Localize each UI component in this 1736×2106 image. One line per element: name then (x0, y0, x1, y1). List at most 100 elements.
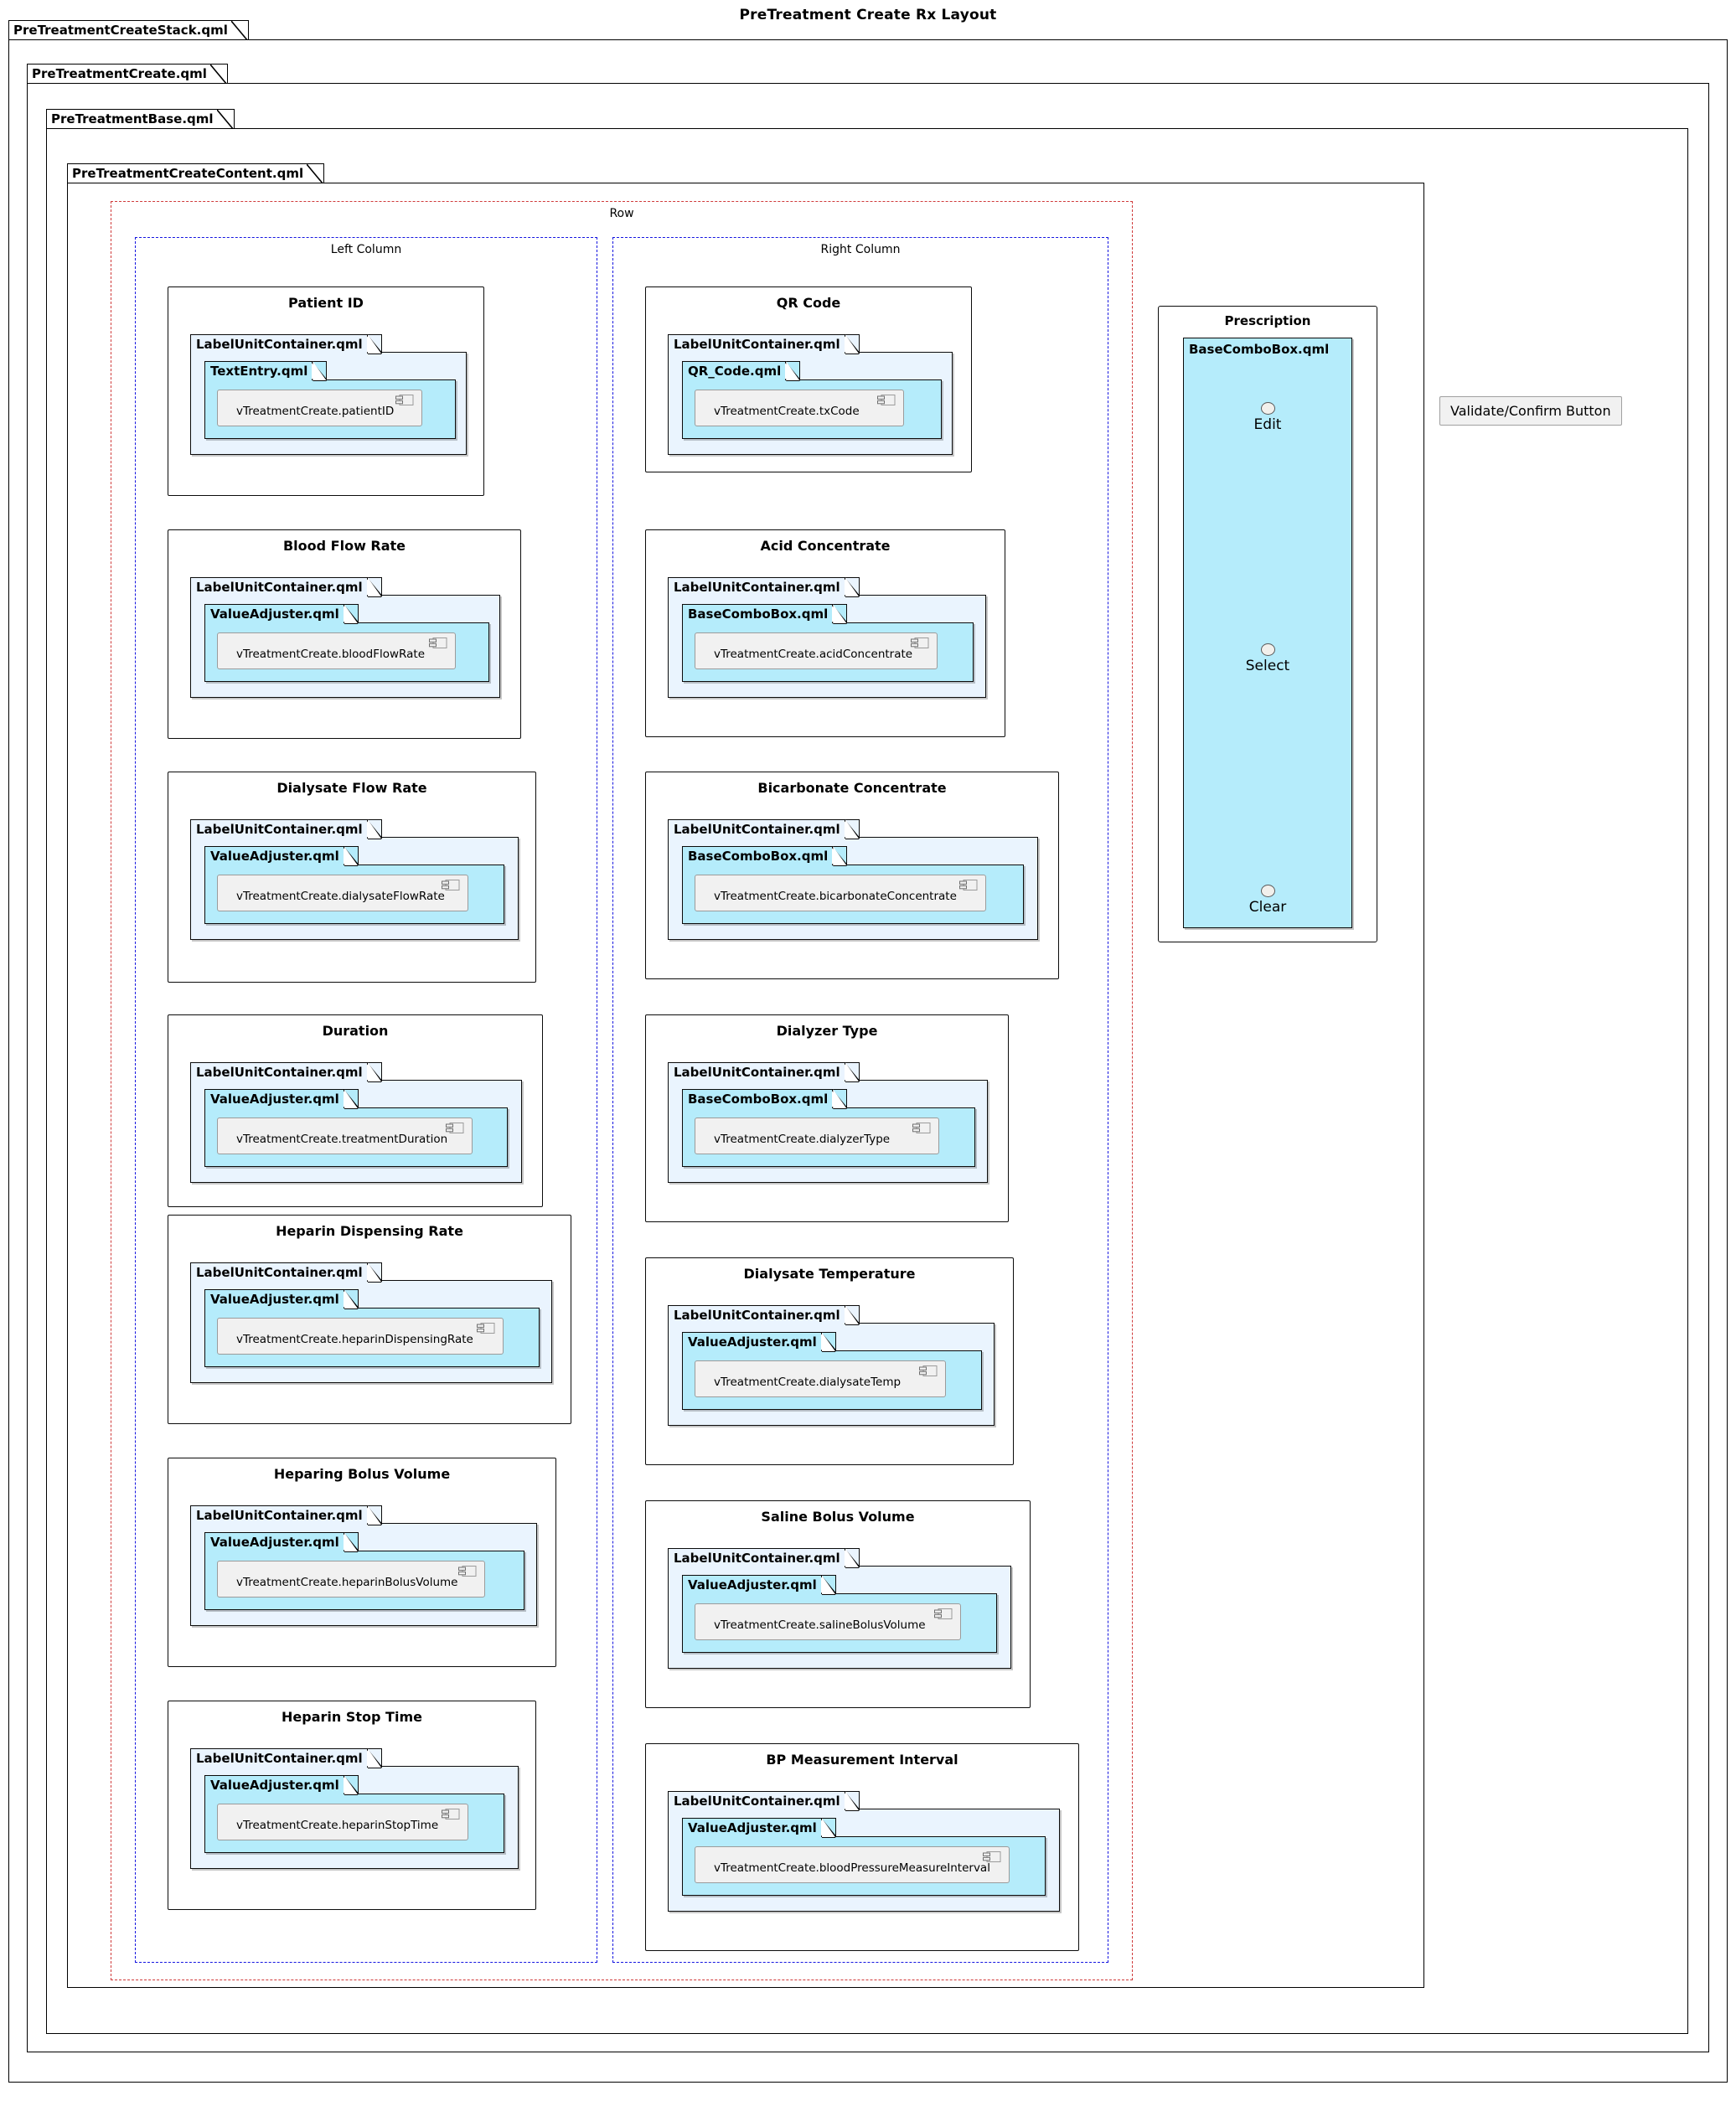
folder-corner-icon (312, 362, 328, 381)
component-box[interactable]: vTreatmentCreate.heparinStopTime (217, 1803, 468, 1840)
combo-item-select[interactable]: Select (1184, 643, 1351, 674)
component-box[interactable]: vTreatmentCreate.heparinDispensingRate (217, 1317, 504, 1355)
folder-corner-icon (230, 21, 248, 39)
package-tab-inner: ValueAdjuster.qml (682, 1575, 836, 1595)
folder-corner-icon (844, 1306, 860, 1324)
package-tab-label: LabelUnitContainer.qml (196, 822, 363, 837)
package-tab-label: TextEntry.qml (210, 364, 308, 379)
combo-item-label: Select (1245, 658, 1290, 674)
component-box[interactable]: vTreatmentCreate.dialysateFlowRate (217, 874, 468, 911)
prescription-combobox[interactable]: BaseComboBox.qml Edit Select Clear (1183, 338, 1352, 928)
package-tab-labelunitcontainer: LabelUnitContainer.qml (190, 819, 382, 839)
component-box[interactable]: vTreatmentCreate.treatmentDuration (217, 1117, 473, 1154)
folder-corner-icon (366, 1063, 382, 1081)
package-tab-label: ValueAdjuster.qml (688, 1820, 817, 1836)
component-box[interactable]: vTreatmentCreate.acidConcentrate (695, 632, 938, 669)
component-icon (458, 1565, 477, 1577)
right-column-label: Right Column (820, 243, 901, 256)
package-tab-labelunitcontainer: LabelUnitContainer.qml (190, 577, 382, 596)
folder-corner-icon (343, 1090, 359, 1109)
folder-corner-icon (307, 164, 323, 183)
folder-corner-icon (366, 1506, 382, 1525)
package-tab-labelunitcontainer: LabelUnitContainer.qml (668, 1791, 860, 1810)
component-box[interactable]: vTreatmentCreate.bloodPressureMeasureInt… (695, 1845, 1010, 1883)
package-tab-labelunitcontainer: LabelUnitContainer.qml (668, 577, 860, 596)
package-tab-label: ValueAdjuster.qml (210, 607, 339, 622)
frame-tab-pretreatmentcreatecontent: PreTreatmentCreateContent.qml (67, 163, 325, 183)
package-body-labelunitcontainer: ValueAdjuster.qml vTreatmentCreate.saline… (668, 1566, 1011, 1669)
folder-corner-icon (844, 335, 860, 354)
component-box[interactable]: vTreatmentCreate.salineBolusVolume (695, 1603, 961, 1640)
combo-item-label: Edit (1253, 416, 1282, 433)
component-label: vTreatmentCreate.bloodFlowRate (236, 647, 426, 661)
validate-confirm-button[interactable]: Validate/Confirm Button (1439, 396, 1622, 426)
combo-item-clear[interactable]: Clear (1184, 885, 1351, 916)
component-box[interactable]: vTreatmentCreate.heparinBolusVolume (217, 1560, 485, 1598)
frame-tab-label: PreTreatmentCreateStack.qml (13, 23, 228, 38)
component-icon (911, 637, 929, 648)
package-valueadjuster-qml: ValueAdjuster.qml vTreatmentCreate.hepari… (204, 1775, 504, 1853)
package-basecombobox-qml: BaseComboBox.qml vTreatmentCreate.acidCon… (682, 604, 974, 682)
package-tab-label: ValueAdjuster.qml (210, 1778, 339, 1794)
field-group-title: Saline Bolus Volume (761, 1509, 915, 1525)
package-tab-label: BaseComboBox.qml (688, 607, 829, 622)
component-icon (877, 394, 896, 405)
package-valueadjuster-qml: ValueAdjuster.qml vTreatmentCreate.bloodP… (682, 1818, 1046, 1896)
field-group-title: Dialyzer Type (776, 1023, 878, 1039)
field-group-title: Heparin Stop Time (282, 1709, 422, 1725)
component-label: vTreatmentCreate.heparinDispensingRate (236, 1332, 473, 1346)
folder-corner-icon (844, 1549, 860, 1567)
package-tab-labelunitcontainer: LabelUnitContainer.qml (190, 1062, 382, 1081)
package-tab-inner: ValueAdjuster.qml (204, 1775, 359, 1795)
field-group-title: Heparin Dispensing Rate (276, 1223, 463, 1239)
combo-item-edit[interactable]: Edit (1184, 402, 1351, 433)
component-box[interactable]: vTreatmentCreate.dialyzerType (695, 1117, 939, 1154)
package-body-inner: vTreatmentCreate.bloodPressureMeasureInt… (682, 1835, 1046, 1896)
frame-tab-pretreatmentbase: PreTreatmentBase.qml (46, 109, 235, 128)
package-tab-labelunitcontainer: LabelUnitContainer.qml (190, 334, 382, 354)
package-tab-label: LabelUnitContainer.qml (674, 1065, 840, 1080)
component-box[interactable]: vTreatmentCreate.bicarbonateConcentrate (695, 874, 986, 911)
field-group-title: QR Code (776, 295, 841, 311)
field-group-title: Dialysate Temperature (743, 1266, 916, 1282)
package-tab-inner: BaseComboBox.qml (682, 604, 848, 624)
component-label: vTreatmentCreate.bicarbonateConcentrate (714, 889, 957, 903)
component-label: vTreatmentCreate.txCode (714, 404, 860, 418)
package-tab-inner: ValueAdjuster.qml (204, 1089, 359, 1109)
package-tab-inner: TextEntry.qml (204, 361, 328, 381)
component-label: vTreatmentCreate.dialysateTemp (714, 1375, 902, 1389)
component-box[interactable]: vTreatmentCreate.txCode (695, 389, 904, 426)
field-group-title: Patient ID (288, 295, 364, 311)
field-group-title: Heparing Bolus Volume (273, 1466, 451, 1482)
package-body-labelunitcontainer: ValueAdjuster.qml vTreatmentCreate.hepari… (190, 1766, 519, 1869)
row-label: Row (609, 207, 634, 220)
field-group-title: Bicarbonate Concentrate (757, 780, 947, 796)
package-tab-label: LabelUnitContainer.qml (674, 1551, 840, 1566)
component-box[interactable]: vTreatmentCreate.patientID (217, 389, 422, 426)
bullet-icon (1260, 643, 1275, 656)
package-tab-inner: ValueAdjuster.qml (204, 1532, 359, 1552)
package-body-inner: vTreatmentCreate.salineBolusVolume (682, 1592, 997, 1653)
frame-tab-pretreatmentcreatestack: PreTreatmentCreateStack.qml (8, 20, 249, 39)
package-body-labelunitcontainer: TextEntry.qml vTreatmentCreate.patientID (190, 352, 467, 455)
component-box[interactable]: vTreatmentCreate.bloodFlowRate (217, 632, 456, 669)
field-group-title: Blood Flow Rate (282, 538, 406, 554)
component-box[interactable]: vTreatmentCreate.dialysateTemp (695, 1360, 946, 1397)
component-label: vTreatmentCreate.dialyzerType (714, 1132, 891, 1146)
package-body-inner: vTreatmentCreate.heparinDispensingRate (204, 1307, 540, 1367)
package-tab-labelunitcontainer: LabelUnitContainer.qml (668, 819, 860, 839)
